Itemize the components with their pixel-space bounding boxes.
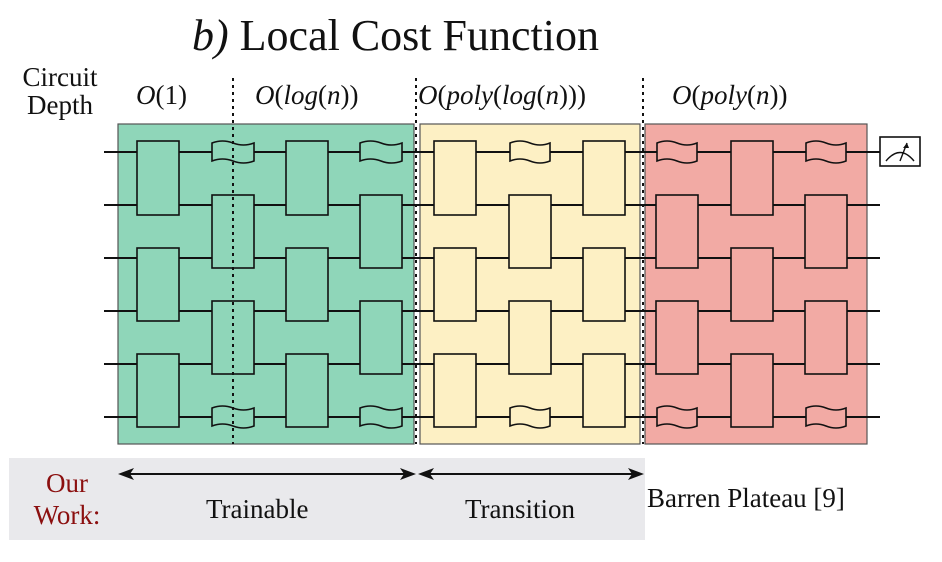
two-qubit-gate (136, 247, 180, 322)
complexity-log: O(log(n)) (255, 80, 359, 110)
two-qubit-gate (508, 194, 552, 269)
two-qubit-gate (433, 247, 477, 322)
two-qubit-gate (359, 194, 403, 269)
two-qubit-gate (582, 353, 626, 428)
our-work-line2: Work: (33, 500, 101, 530)
trainable-label: Trainable (206, 494, 309, 524)
two-qubit-gate (730, 247, 774, 322)
two-qubit-gate (582, 140, 626, 216)
two-qubit-gate (804, 194, 848, 269)
depth-label-line2: Depth (27, 90, 93, 120)
single-qubit-gate (509, 140, 551, 164)
two-qubit-gate (508, 300, 552, 375)
depth-label-line1: Circuit (22, 62, 98, 92)
figure-title: b) Local Cost Function (192, 10, 599, 61)
meter-needle-tip-icon (903, 143, 909, 148)
arrow-head-right-icon (628, 468, 644, 480)
two-qubit-gate (582, 247, 626, 322)
measurement-meter-icon (879, 136, 921, 167)
two-qubit-gate (136, 140, 180, 216)
our-work-label: Our Work: (20, 467, 114, 531)
two-qubit-gate (359, 300, 403, 375)
two-qubit-gate (730, 140, 774, 216)
complexity-constant: O(1) (136, 80, 187, 110)
our-work-highlight-band (9, 458, 645, 540)
two-qubit-gate (433, 140, 477, 216)
complexity-polylog: O(poly(log(n))) (418, 80, 586, 110)
single-qubit-gate (805, 140, 847, 164)
arrow-head-left-icon (118, 468, 134, 480)
single-qubit-gate (656, 405, 698, 429)
complexity-poly: O(poly(n)) (672, 80, 788, 110)
two-qubit-gate (655, 300, 699, 375)
our-work-line1: Our (46, 468, 88, 498)
circuit-depth-label: Circuit Depth (8, 63, 112, 119)
single-qubit-gate (656, 140, 698, 164)
single-qubit-gate (211, 140, 255, 164)
arrow-head-right-icon (400, 468, 416, 480)
barren-plateau-label: Barren Plateau [9] (647, 483, 845, 513)
single-qubit-gate (359, 140, 403, 164)
two-qubit-gate (655, 194, 699, 269)
single-qubit-gate (359, 405, 403, 429)
single-qubit-gate (805, 405, 847, 429)
two-qubit-gate (285, 247, 329, 322)
meter-dial-icon (885, 151, 915, 162)
panel-letter: b) (192, 11, 229, 60)
two-qubit-gate (804, 300, 848, 375)
two-qubit-gate (730, 353, 774, 428)
two-qubit-gate (285, 140, 329, 216)
transition-label: Transition (465, 494, 576, 524)
two-qubit-gate (285, 353, 329, 428)
title-text: Local Cost Function (239, 11, 599, 60)
arrow-head-left-icon (418, 468, 434, 480)
single-qubit-gate (509, 405, 551, 429)
two-qubit-gate (136, 353, 180, 428)
two-qubit-gate (433, 353, 477, 428)
